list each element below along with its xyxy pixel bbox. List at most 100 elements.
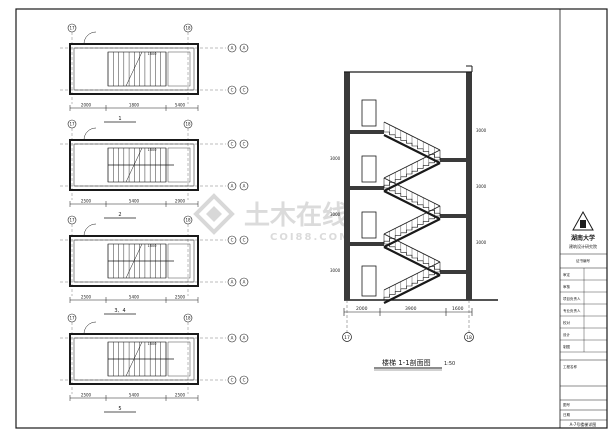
plan-axis-label: C — [231, 142, 234, 147]
section-stair-flight — [383, 205, 441, 248]
plan-axis-bubble — [227, 181, 237, 191]
section-stringer — [383, 246, 441, 276]
section-axis-bubble — [464, 332, 474, 342]
plan-axis-bubble — [227, 235, 237, 245]
plan-axis-label: 17 — [69, 316, 75, 321]
plan-stair-flight — [107, 51, 167, 87]
title-block-project: 工程名称 — [563, 364, 577, 369]
section-axis-label: 17 — [344, 335, 350, 341]
plan-dim-label: 1800 — [129, 103, 140, 108]
plan-door-swing — [83, 31, 97, 45]
plan-axis-bubble — [239, 43, 249, 53]
section-landing-slab — [440, 270, 466, 274]
plan-axis-label: 18 — [185, 316, 191, 321]
section-dim-label: 2000 — [356, 306, 368, 312]
plan-axis-label: 17 — [69, 122, 75, 127]
plan-axis-bubble — [239, 85, 249, 95]
section-elevation-label: 3000 — [330, 156, 341, 161]
plan-caption: 5 — [118, 406, 121, 412]
plan-dim-label: 2500 — [81, 295, 92, 300]
section-stair-flight — [383, 233, 441, 276]
plan-axis-label: A — [243, 184, 246, 189]
section-right-wall — [466, 72, 472, 300]
section-landing-slab — [440, 158, 466, 162]
plan-landing — [167, 51, 191, 87]
title-block-row-label: 审核 — [563, 284, 571, 289]
plan-dim-label: 5400 — [175, 103, 186, 108]
plan-axis-bubble — [227, 139, 237, 149]
plan-inner-outline — [73, 239, 195, 283]
title-block-row-label: 专业负责人 — [563, 308, 581, 313]
plan-wall-outline — [69, 333, 199, 385]
plan-axis-label: A — [231, 46, 234, 51]
section-stair-flight — [383, 261, 441, 304]
watermark-text-en: COI88.COM — [270, 232, 351, 243]
plan-axis-label: C — [231, 88, 234, 93]
plan-dim-label: 1600 — [148, 148, 157, 152]
plan-axis-label: A — [231, 336, 234, 341]
plan-axis-label: A — [243, 46, 246, 51]
plan-axis-label: C — [243, 238, 246, 243]
section-elevation-label: 3000 — [476, 128, 487, 133]
plan-axis-bubble — [183, 23, 193, 33]
title-block-date: 日期 — [563, 412, 571, 417]
section-axis-bubble — [342, 332, 352, 342]
plan-axis-bubble — [239, 277, 249, 287]
plan-dim-label: 2500 — [175, 295, 186, 300]
plan-axis-bubble — [227, 85, 237, 95]
sheet-border — [15, 8, 608, 429]
section-stringer — [383, 134, 441, 164]
plan-door-swing — [83, 127, 97, 141]
plan-axis-bubble — [239, 235, 249, 245]
plan-caption: 3、4 — [114, 308, 125, 314]
section-door — [361, 265, 377, 297]
section-elevation-label: 3000 — [330, 212, 341, 217]
plan-axis-label: C — [243, 88, 246, 93]
watermark-text-cn: 土木在线 — [244, 201, 348, 231]
plan-axis-label: C — [231, 238, 234, 243]
section-floor-slab — [350, 186, 384, 190]
plan-landing — [167, 147, 191, 183]
title-block-row-label: 设计 — [563, 332, 571, 337]
plan-axis-bubble — [67, 215, 77, 225]
title-block-row-label: 审定 — [563, 272, 571, 277]
title-block-row-label: 校对 — [563, 320, 571, 325]
section-left-wall — [344, 72, 350, 300]
plan-axis-bubble — [239, 139, 249, 149]
plan-axis-label: C — [243, 142, 246, 147]
plan-wall-outline — [69, 139, 199, 191]
plan-axis-label: 17 — [69, 218, 75, 223]
title-block-drawing: A-7号楼梯详图 — [570, 421, 597, 427]
watermark-logo-icon — [193, 193, 235, 235]
title-block-dept: 建筑设计研究院 — [569, 243, 597, 249]
plan-door-swing — [83, 321, 97, 335]
plan-inner-outline — [73, 47, 195, 91]
section-dim-label: 3900 — [405, 306, 417, 312]
section-stair-flight — [383, 177, 441, 220]
title-block-row-label: 制图 — [563, 344, 571, 349]
section-stair-flight — [383, 121, 441, 164]
plan-caption: 1 — [118, 116, 121, 122]
plan-break-line — [125, 341, 143, 377]
plan-axis-label: C — [231, 378, 234, 383]
plan-axis-label: 18 — [185, 122, 191, 127]
plan-dim-label: 5400 — [129, 199, 140, 204]
plan-dim-label: 5400 — [129, 393, 140, 398]
plan-axis-label: 17 — [69, 26, 75, 31]
section-door — [361, 155, 377, 183]
watermark: 土木在线 COI88.COM — [193, 193, 351, 243]
plan-inner-outline — [73, 143, 195, 187]
section-stair-flights — [383, 121, 441, 304]
plan-axis-bubble — [227, 333, 237, 343]
section-caption: 楼梯 1-1剖面图 — [382, 358, 431, 367]
section-landing-slab — [440, 214, 466, 218]
section-elevation-label: 3000 — [476, 240, 487, 245]
plan-axis-bubble — [227, 277, 237, 287]
plan-axis-label: A — [231, 280, 234, 285]
title-block-number: 图号 — [563, 402, 571, 407]
institute-logo-icon — [572, 210, 594, 231]
